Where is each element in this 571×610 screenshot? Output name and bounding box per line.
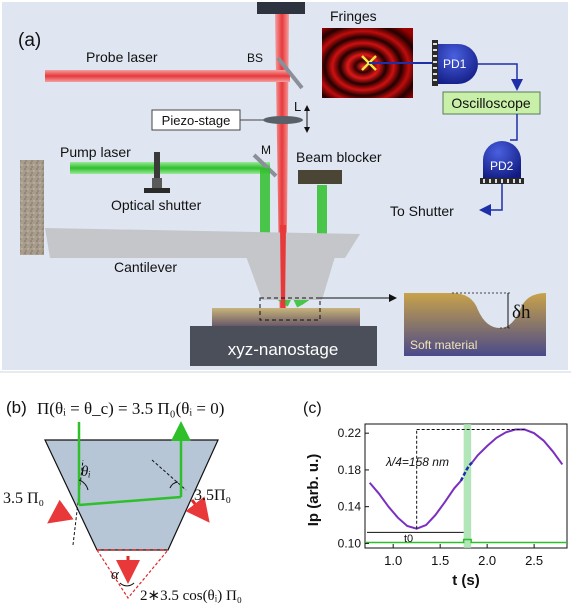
piezo-stage-label: Piezo-stage (162, 113, 231, 128)
left-force-arrow (47, 499, 74, 524)
mirror-m (252, 153, 278, 178)
pump-window (463, 424, 472, 548)
mirror-label: M (261, 143, 271, 157)
cantilever-label: Cantilever (114, 259, 177, 275)
y-tick-label: 0.10 (338, 536, 362, 550)
panel-b: (b) Π(θᵢ = θ_c) = 3.5 Π₀(θᵢ = 0) θᵢ α 3.… (3, 398, 242, 604)
series-line-2 (459, 461, 473, 482)
pd2-label: PD2 (490, 159, 514, 173)
theta-label: θᵢ (81, 464, 91, 480)
series-line-3 (471, 428, 564, 466)
theta-arc-right (169, 481, 179, 489)
probe-laser-label: Probe laser (86, 49, 158, 65)
panel-a: (a) BS Probe laser Fringes (2, 2, 568, 370)
pd1-to-oscilloscope-arrow (478, 63, 523, 91)
zoom-box (259, 297, 321, 321)
x-tick-label: 1.0 (384, 553, 402, 568)
sample-surface (212, 308, 360, 326)
delta-h-label: δh (512, 302, 531, 323)
lens-motion-arrow (304, 105, 310, 133)
x-tick-label: 2.0 (478, 553, 496, 568)
panel-c-label: (c) (303, 400, 322, 417)
pd1-detector (432, 40, 478, 86)
probe-beam-through-tip (280, 225, 286, 310)
beam-blocker (298, 170, 342, 184)
y-axis-label: Ip (arb. u.) (305, 454, 322, 527)
soft-material-inset (404, 293, 546, 356)
panel-b-label: (b) (6, 398, 27, 417)
y-tick-label: 0.18 (338, 463, 362, 477)
prism (44, 439, 219, 551)
soft-material-label: Soft material (410, 338, 477, 352)
oscilloscope-box (442, 91, 541, 115)
pump-signal-line (365, 538, 567, 544)
optical-shutter-label: Optical shutter (111, 197, 202, 213)
top-source-block (257, 2, 305, 14)
pd1-label: PD1 (443, 57, 467, 71)
plot-layer: 1.0 1.5 2.0 2.5 0.10 0.14 0.18 0.22 (338, 424, 567, 568)
panel-b-equation: Π(θᵢ = θ_c) = 3.5 Π₀(θᵢ = 0) (37, 399, 224, 418)
alpha-label: α (111, 567, 120, 583)
x-tick-label: 2.5 (525, 553, 543, 568)
panel-a-label: (a) (18, 30, 41, 51)
lens-label: L (294, 99, 301, 114)
bottom-force-label: 2∗3.5 cos(θᵢ) Π₀ (140, 588, 242, 604)
cantilever-tip (240, 240, 340, 300)
y-tick-label: 0.22 (338, 426, 362, 440)
alpha-arc (119, 582, 135, 587)
oscilloscope-label: Oscilloscope (451, 95, 531, 111)
optical-shutter (144, 152, 170, 193)
pd2-to-shutter-arrow (479, 184, 503, 216)
probe-beam-horizontal (45, 70, 290, 82)
xyz-nanostage (190, 326, 377, 366)
xyz-nanostage-label: xyz-nanostage (228, 340, 339, 359)
beam-splitter (276, 56, 304, 90)
t0-annotation: t0 (404, 533, 413, 545)
pump-laser-label: Pump laser (60, 144, 131, 160)
x-axis-label: t (s) (452, 572, 480, 589)
lambda-annotation: λ/4=158 nm (385, 455, 449, 469)
fringes-label: Fringes (330, 8, 377, 24)
right-force-arrow (185, 496, 210, 523)
theta-arc (78, 479, 89, 491)
lens (263, 116, 303, 124)
prism-extension-dashed (96, 549, 169, 600)
left-force-label: 3.5 Π₀ (3, 490, 44, 507)
wall-block (20, 160, 44, 255)
to-shutter-label: To Shutter (390, 203, 454, 219)
x-tick-label: 1.5 (431, 553, 449, 568)
right-force-label: 3.5Π₀ (194, 487, 231, 504)
pd2-detector (480, 141, 524, 184)
panel-c: (c) 1.0 1.5 2.0 2.5 0.10 0.14 0.18 0.22 t (s) I… (303, 400, 568, 589)
green-beam-across (78, 495, 182, 507)
beam-blocker-label: Beam blocker (296, 149, 382, 165)
bs-label: BS (247, 51, 263, 65)
pump-beam-horizontal (70, 162, 270, 174)
y-tick-label: 0.14 (338, 500, 362, 514)
oscilloscope-to-pd2-line (510, 114, 518, 141)
